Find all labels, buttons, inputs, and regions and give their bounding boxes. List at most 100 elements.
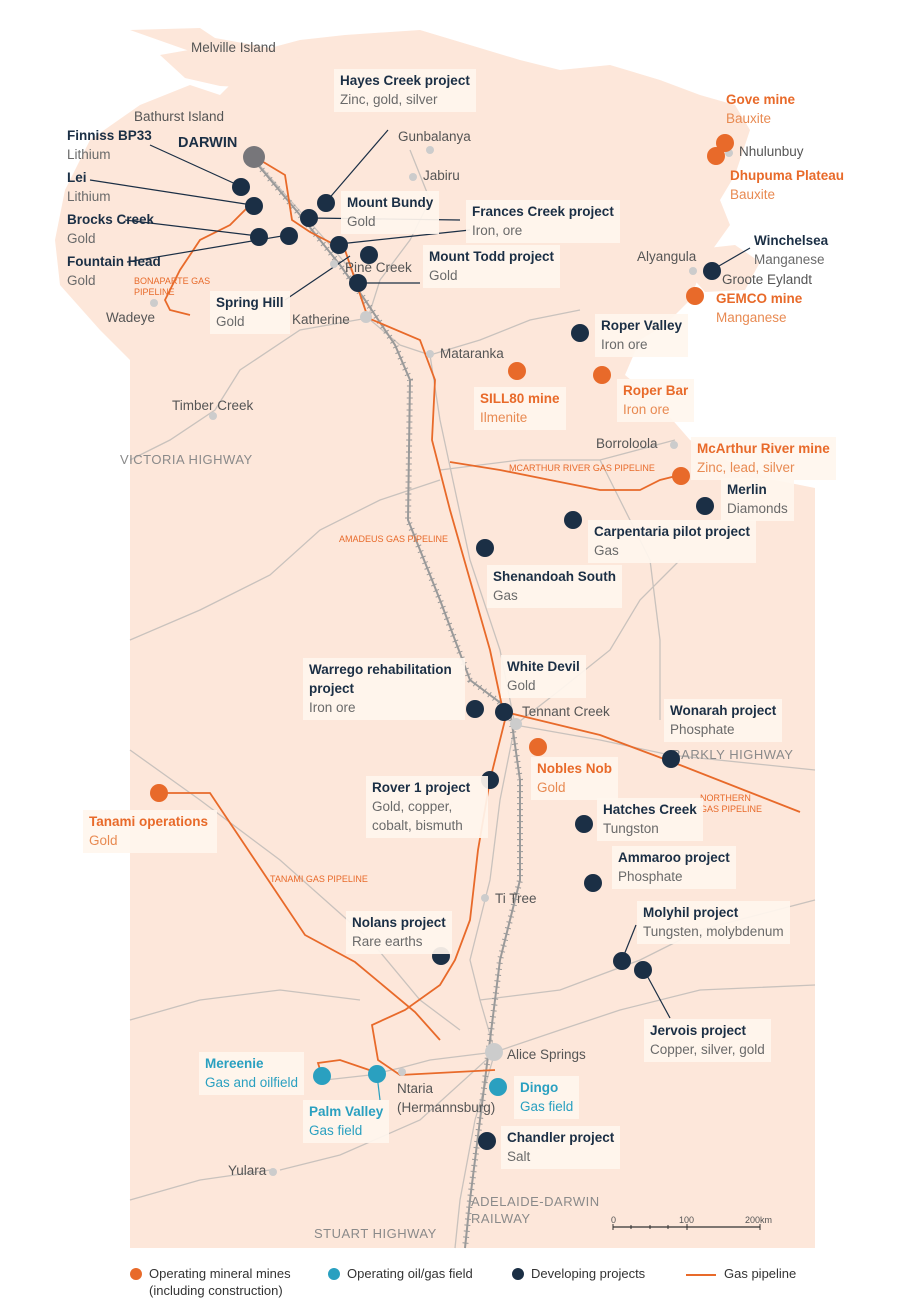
pipeline-label: PIPELINE [134, 287, 175, 297]
town-label: Wadeye [106, 310, 155, 325]
navy-dot-icon [512, 1268, 524, 1280]
legend-operating: Operating mineral mines (including const… [130, 1265, 315, 1299]
developing-markers [232, 178, 721, 1150]
town-label: Jabiru [423, 168, 460, 183]
marker-bundy [360, 246, 378, 264]
pipeline-line-icon [686, 1274, 716, 1276]
site-commodity: Bauxite [730, 187, 776, 202]
site-commodity: Iron ore [623, 402, 670, 417]
town-label: Yulara [228, 1163, 267, 1178]
label-shenandoah: Shenandoah South Gas [487, 565, 622, 608]
site-name: Frances Creek project [472, 204, 614, 219]
site-name: Dingo [520, 1080, 559, 1095]
site-commodity: Gas [594, 543, 619, 558]
oilgas-markers [313, 1065, 507, 1096]
site-commodity: Gold, copper, cobalt, bismuth [372, 799, 463, 833]
legend-oilgas-label: Operating oil/gas field [347, 1266, 473, 1281]
site-commodity: Gold [429, 268, 458, 283]
site-name: Wonarah project [670, 703, 777, 718]
site-name: GEMCO mine [716, 291, 803, 306]
label-warrego: Warrego rehabilitation project Iron ore [303, 658, 465, 720]
legend-developing-label: Developing projects [531, 1266, 646, 1281]
site-commodity: Gas field [520, 1099, 574, 1114]
capital-label: DARWIN [178, 135, 237, 151]
railway-label: ADELAIDE-DARWIN [471, 1194, 600, 1209]
site-name: Mount Todd project [429, 249, 554, 264]
label-mereenie: Mereenie Gas and oilfield [199, 1052, 305, 1095]
site-name: Brocks Creek [67, 212, 155, 227]
marker-warrego [466, 700, 484, 718]
site-name: Winchelsea [754, 233, 829, 248]
map-legend: Operating mineral mines (including const… [130, 1265, 830, 1305]
highway-label: BARKLY HIGHWAY [672, 747, 793, 762]
operating-markers [150, 134, 734, 802]
town-label: Mataranka [440, 346, 504, 361]
site-commodity: Bauxite [726, 111, 772, 126]
town-label: Tennant Creek [522, 704, 610, 719]
label-todd: Mount Todd project Gold [423, 245, 560, 288]
marker-white-devil [495, 703, 513, 721]
town-label: Timber Creek [172, 398, 254, 413]
site-name: Carpentaria pilot project [594, 524, 751, 539]
label-nolans: Nolans project Rare earths [346, 911, 452, 954]
marker-tanami [150, 784, 168, 802]
marker-dhupuma [707, 147, 725, 165]
site-commodity: Tungsten, molybdenum [643, 924, 784, 939]
label-dhupuma: Dhupuma Plateau Bauxite [730, 166, 844, 204]
site-commodity: Phosphate [618, 869, 683, 884]
marker-sill80 [508, 362, 526, 380]
site-name: Finniss BP33 [67, 128, 152, 143]
town-dots [150, 146, 733, 1176]
pipeline-label: TANAMI GAS PIPELINE [270, 874, 368, 884]
site-commodity: Zinc, lead, silver [697, 460, 795, 475]
marker-winchelsea [703, 262, 721, 280]
site-commodity: Lithium [67, 147, 111, 162]
highway-label: VICTORIA HIGHWAY [120, 452, 253, 467]
marker-palm [368, 1065, 386, 1083]
label-finniss: Finniss BP33 Lithium [67, 126, 152, 164]
label-hatches: Hatches Creek Tungston [597, 798, 703, 841]
marker-mcarthur [672, 467, 690, 485]
site-commodity: Iron ore [309, 700, 356, 715]
label-gove: Gove mine Bauxite [726, 90, 795, 128]
scale-bar: 0 100 200km [611, 1215, 772, 1230]
site-commodity: Zinc, gold, silver [340, 92, 438, 107]
marker-frances [330, 236, 348, 254]
site-commodity: Lithium [67, 189, 111, 204]
town-label: Gunbalanya [398, 129, 471, 144]
site-name: Dhupuma Plateau [730, 168, 845, 183]
town-label: Ntaria [397, 1081, 434, 1096]
site-name: Palm Valley [309, 1104, 384, 1119]
site-name: SILL80 mine [480, 391, 560, 406]
site-commodity: Iron, ore [472, 223, 523, 238]
site-name: Nobles Nob [537, 761, 613, 776]
label-hayes: Hayes Creek project Zinc, gold, silver [334, 69, 476, 112]
site-name: Molyhil project [643, 905, 739, 920]
site-commodity: Diamonds [727, 501, 788, 516]
scale-label: 0 [611, 1215, 616, 1225]
site-name: Hatches Creek [603, 802, 697, 817]
label-roper-valley: Roper Valley Iron ore [595, 314, 689, 357]
site-name: Mereenie [205, 1056, 264, 1071]
site-commodity: Gold [347, 214, 376, 229]
site-name: Nolans project [352, 915, 446, 930]
label-chandler: Chandler project Salt [501, 1126, 621, 1169]
site-name: Mount Bundy [347, 195, 434, 210]
marker-gove [716, 134, 734, 152]
marker-fountain [280, 227, 298, 245]
town-label: Groote Eylandt [722, 272, 812, 287]
marker-brocks [250, 228, 268, 246]
site-name: Chandler project [507, 1130, 615, 1145]
site-name: Jervois project [650, 1023, 747, 1038]
site-commodity: Iron ore [601, 337, 648, 352]
marker-spring [300, 209, 318, 227]
label-mcarthur: McArthur River mine Zinc, lead, silver [691, 437, 836, 480]
label-merlin: Merlin Diamonds [721, 478, 794, 521]
label-molyhil: Molyhil project Tungsten, molybdenum [637, 901, 790, 944]
marker-jervois [634, 961, 652, 979]
label-wonarah: Wonarah project Phosphate [664, 699, 783, 742]
site-commodity: Gold [537, 780, 566, 795]
label-white-devil: White Devil Gold [501, 655, 586, 698]
town-label: Pine Creek [345, 260, 412, 275]
marker-dingo [489, 1078, 507, 1096]
